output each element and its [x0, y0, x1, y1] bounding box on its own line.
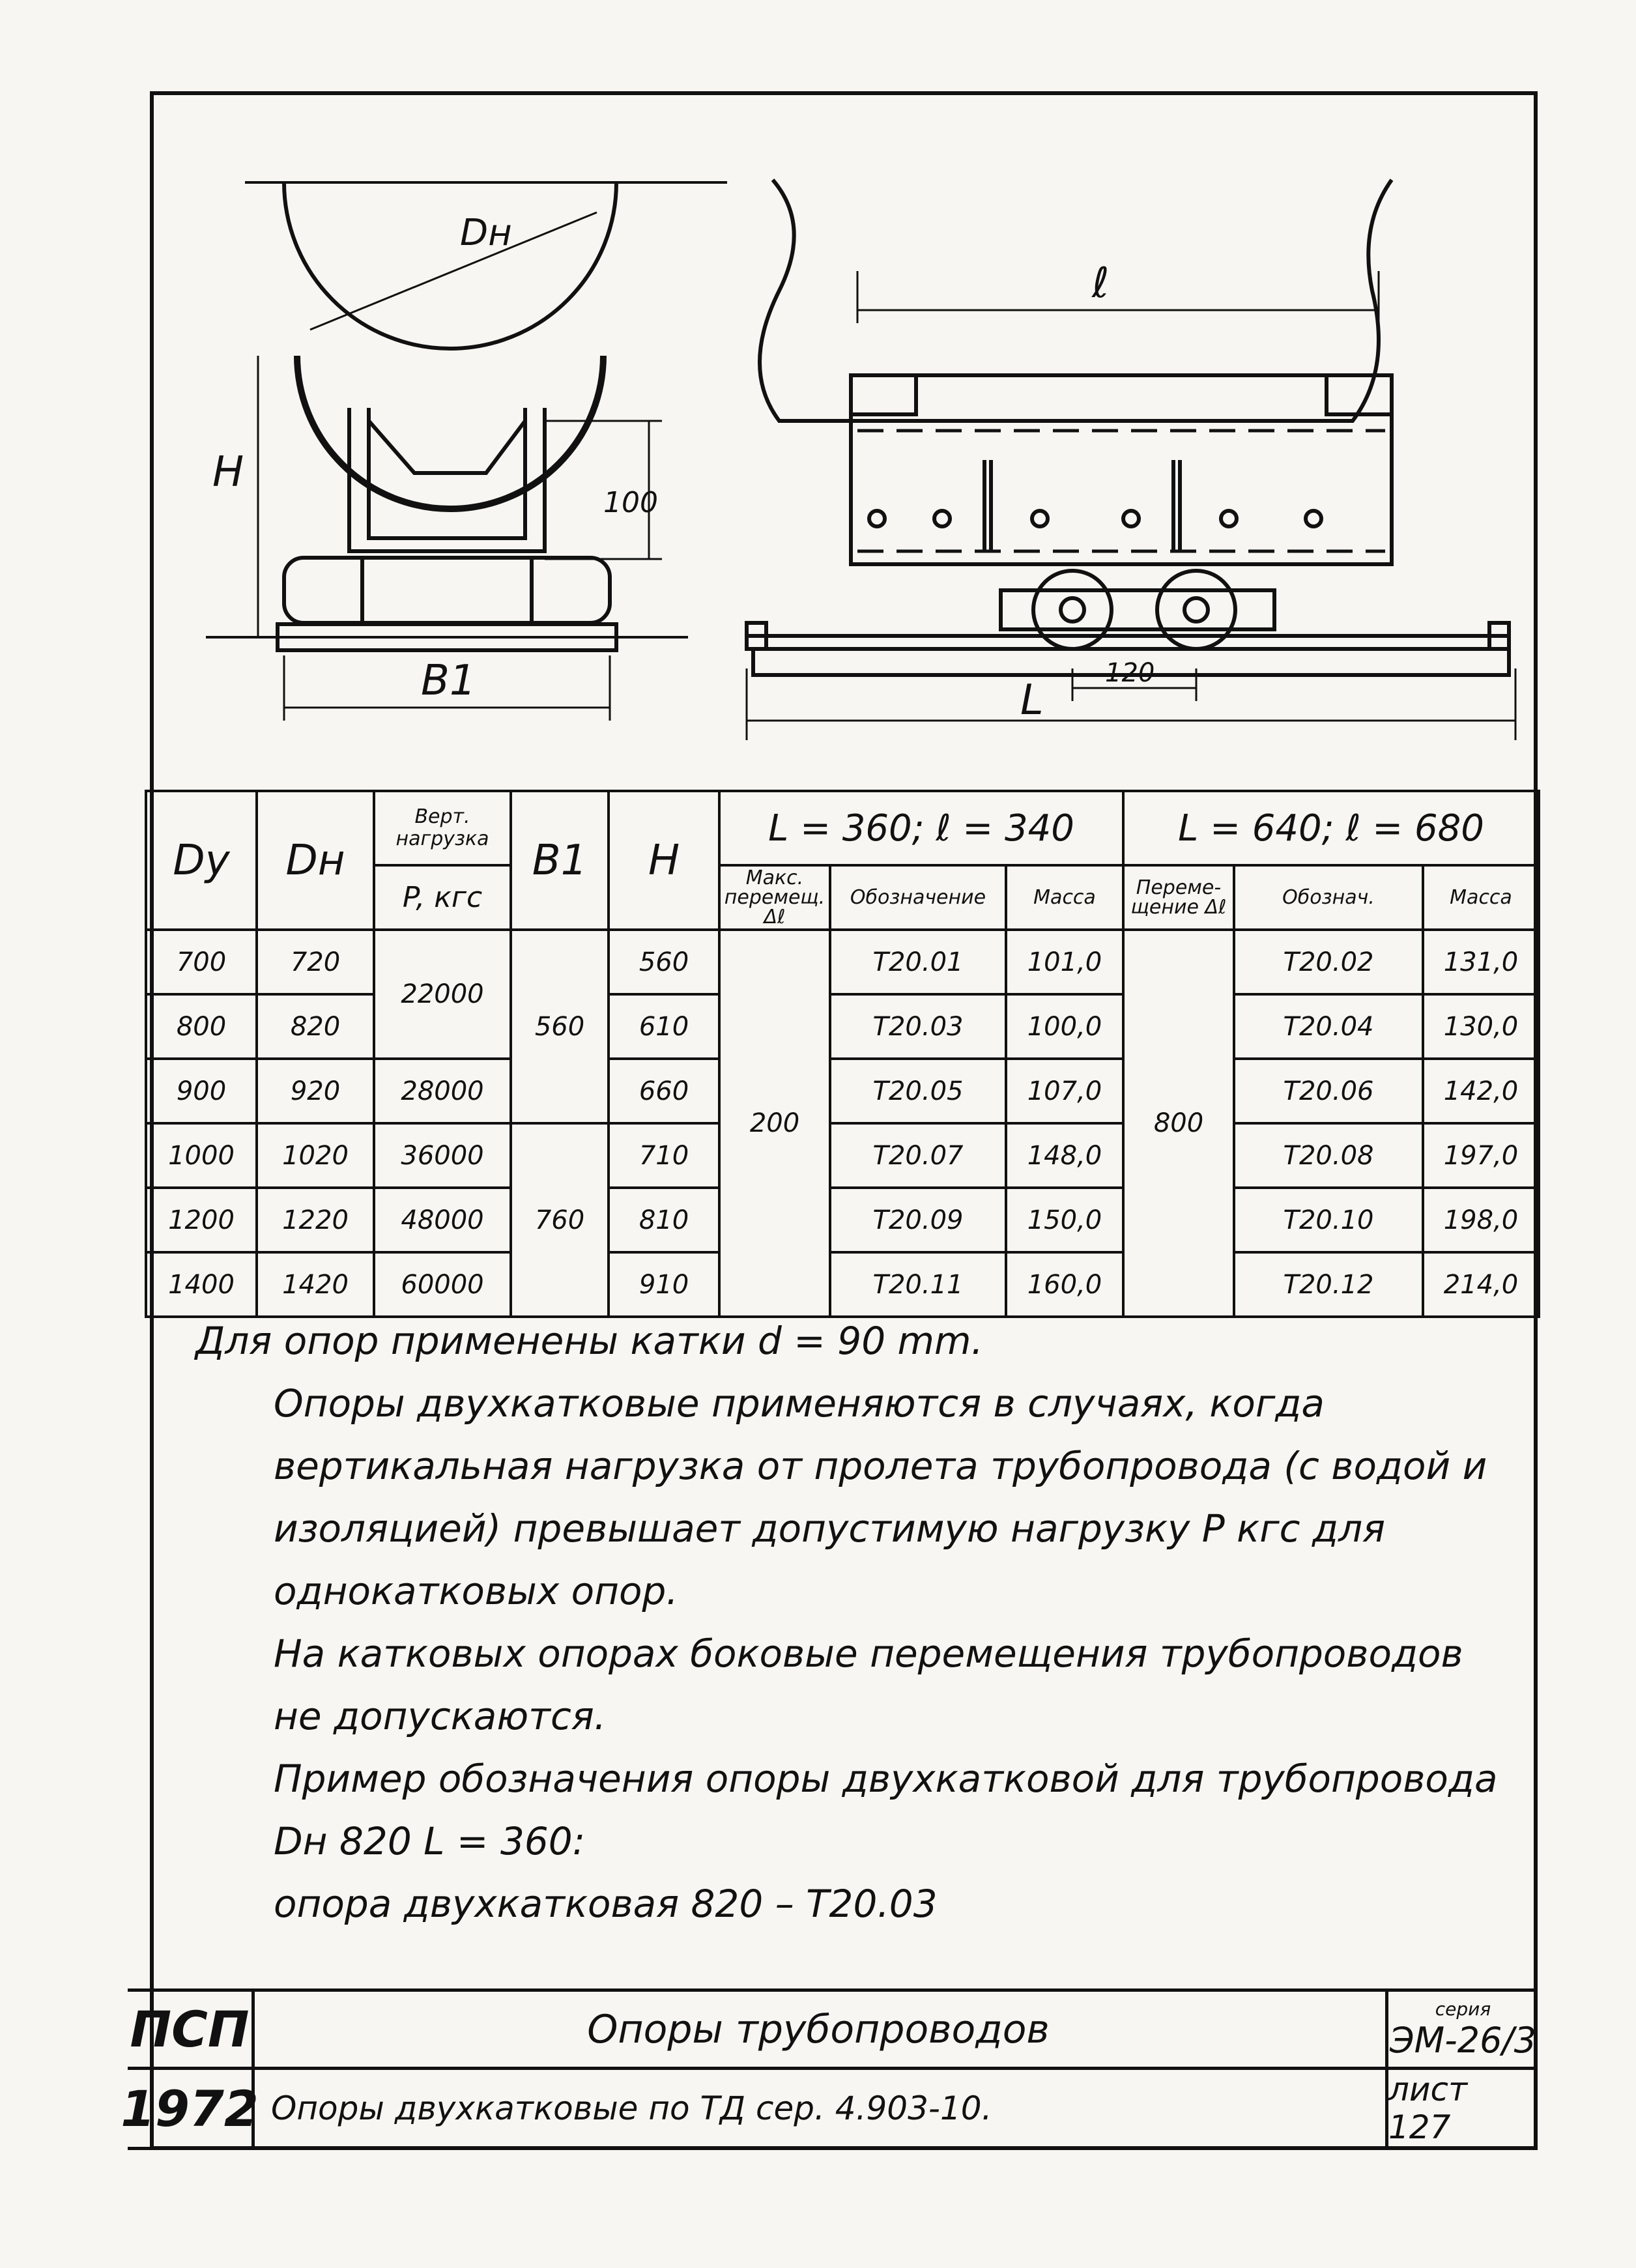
year-label: 1972	[121, 2079, 259, 2138]
header-designation2: Обознач.	[1233, 864, 1424, 931]
title-block: ПСП Опоры трубопроводов серия ЭМ-26/3 19…	[121, 1988, 1538, 2150]
header-b1: B1	[509, 790, 610, 931]
header-dn: Dн	[255, 790, 375, 931]
sheet-number: лист 127	[1388, 2071, 1468, 2146]
header-load-top: Верт. нагрузка	[373, 790, 512, 867]
notes-block: Для опор применены катки d = 90 mm. Опор…	[195, 1310, 1499, 1935]
sheet-title: Опоры трубопроводов	[587, 2006, 1050, 2052]
l-top-label: ℓ	[1091, 259, 1109, 308]
table-row: 800 820 610 T20.03 100,0 T20.04 130,0	[145, 993, 1540, 1060]
header-move2: Переме- щение Δℓ	[1122, 864, 1235, 931]
b1-label: B1	[421, 657, 476, 705]
load-cell: 22000	[373, 928, 512, 1060]
series-number: ЭМ-26/3	[1389, 2019, 1537, 2061]
note-usage: Опоры двухкатковые применяются в случаях…	[274, 1381, 1487, 1613]
dim-100-label: 100	[603, 486, 658, 519]
dn-label: Dн	[460, 212, 512, 254]
technical-drawing: Dн H 100 B1 ℓ L 120	[206, 179, 1517, 740]
header-load-bottom: P, кгс	[373, 864, 512, 931]
header-mass2: Масса	[1422, 864, 1540, 931]
load-cell: 28000	[373, 1057, 512, 1125]
note-example: Пример обозначения опоры двухкатковой дл…	[274, 1757, 1498, 1863]
header-group1: L = 360; ℓ = 340	[718, 790, 1125, 867]
series-label: серия	[1435, 1998, 1491, 2020]
table-row: 900 920 28000 660 T20.05 107,0 T20.06 14…	[145, 1057, 1540, 1125]
load-cell: 36000	[373, 1122, 512, 1189]
note-example-designation: опора двухкатковая 820 – T20.03	[274, 1882, 938, 1926]
header-max-move: Макс. перемещ. Δℓ	[718, 864, 831, 931]
b1-cell: 760	[509, 1122, 610, 1318]
header-h: H	[607, 790, 721, 931]
header-dy: Dу	[145, 790, 258, 931]
b1-cell: 560	[509, 928, 610, 1125]
load-cell: 60000	[373, 1251, 512, 1318]
table-row: 1200 1220 48000 810 T20.09 150,0 T20.10 …	[145, 1186, 1540, 1254]
note-lateral: На катковых опорах боковые перемещения т…	[274, 1631, 1463, 1738]
note-rollers: Для опор применены катки d = 90 mm.	[195, 1319, 983, 1363]
header-designation: Обозначение	[829, 864, 1007, 931]
load-cell: 48000	[373, 1186, 512, 1254]
table-row: 1000 1020 36000 760 710 T20.07 148,0 T20…	[145, 1122, 1540, 1318]
dim-120-label: 120	[1105, 658, 1155, 688]
h-label: H	[212, 448, 244, 496]
header-mass: Масса	[1005, 864, 1125, 931]
move1-cell: 200	[718, 928, 831, 1318]
l-bottom-label: L	[1020, 676, 1044, 725]
spec-table: Dу Dн Верт. нагрузка B1 H L = 360; ℓ = 3…	[145, 790, 1540, 1318]
table-row: 700 720 22000 560 560 200 T20.01 101,0 8…	[145, 928, 1540, 1318]
move2-cell: 800	[1122, 928, 1235, 1318]
header-group2: L = 640; ℓ = 680	[1122, 790, 1540, 867]
sheet-subtitle: Опоры двухкатковые по ТД сер. 4.903-10.	[271, 2089, 992, 2127]
table-row: 1400 1420 60000 910 T20.11 160,0 T20.12 …	[145, 1251, 1540, 1318]
org-label: ПСП	[130, 2000, 250, 2058]
